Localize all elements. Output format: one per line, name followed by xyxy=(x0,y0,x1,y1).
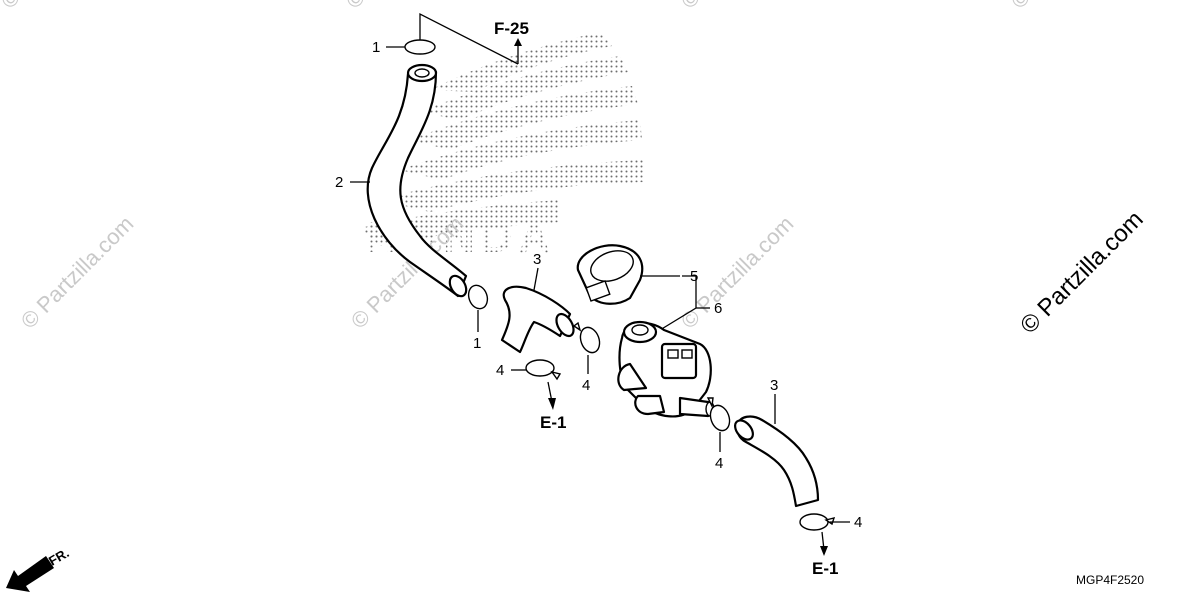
clamp-part-1-mid: 1 xyxy=(467,284,489,352)
clamp-part-4-b: 4 E-1 xyxy=(496,359,566,432)
hose-part-3-right: 3 xyxy=(734,377,820,508)
watermark-main: © Partzilla.com xyxy=(1015,206,1148,339)
callout-4-b: 4 xyxy=(496,362,504,379)
callout-3-left: 3 xyxy=(533,251,541,268)
drawing-code: MGP4F2520 xyxy=(1076,573,1144,587)
ref-f25: F-25 xyxy=(494,19,529,38)
honda-wing-logo: HONDA xyxy=(360,32,645,262)
bracket-callout-6: 6 xyxy=(659,275,722,331)
callout-3-right: 3 xyxy=(770,377,778,394)
watermark-top-3: © Partzilla.com xyxy=(1006,0,1129,14)
hose-part-2: 2 xyxy=(335,63,468,298)
callout-1-mid: 1 xyxy=(473,335,481,352)
callout-1-top: 1 xyxy=(372,39,380,56)
callout-2: 2 xyxy=(335,174,343,191)
watermark-left: © Partzilla.com xyxy=(16,211,139,334)
callout-4-d: 4 xyxy=(854,514,862,531)
f25-reference: F-25 xyxy=(419,12,529,65)
clamp-part-1-top: 1 xyxy=(372,39,436,56)
rubber-mount-part-5: 5 xyxy=(576,244,698,305)
callout-4-a: 4 xyxy=(582,377,590,394)
ref-e1-left: E-1 xyxy=(540,413,566,432)
clamp-part-4-d: 4 E-1 xyxy=(799,513,862,578)
watermark-top-1: © Partzilla.com xyxy=(341,0,464,14)
ref-e1-right: E-1 xyxy=(812,559,838,578)
clamp-part-4-c: 4 xyxy=(706,397,731,472)
air-suction-valve xyxy=(617,320,716,418)
clamp-part-4-a: 4 xyxy=(572,321,601,394)
elbow-hose-part-3-left: 3 xyxy=(500,251,575,354)
callout-4-c: 4 xyxy=(715,455,723,472)
front-direction-arrow: FR. xyxy=(6,545,72,592)
callout-6: 6 xyxy=(714,300,722,317)
watermark-top-2: © Partzilla.com xyxy=(676,0,799,14)
watermark-top-0: © Partzilla.com xyxy=(0,0,118,14)
